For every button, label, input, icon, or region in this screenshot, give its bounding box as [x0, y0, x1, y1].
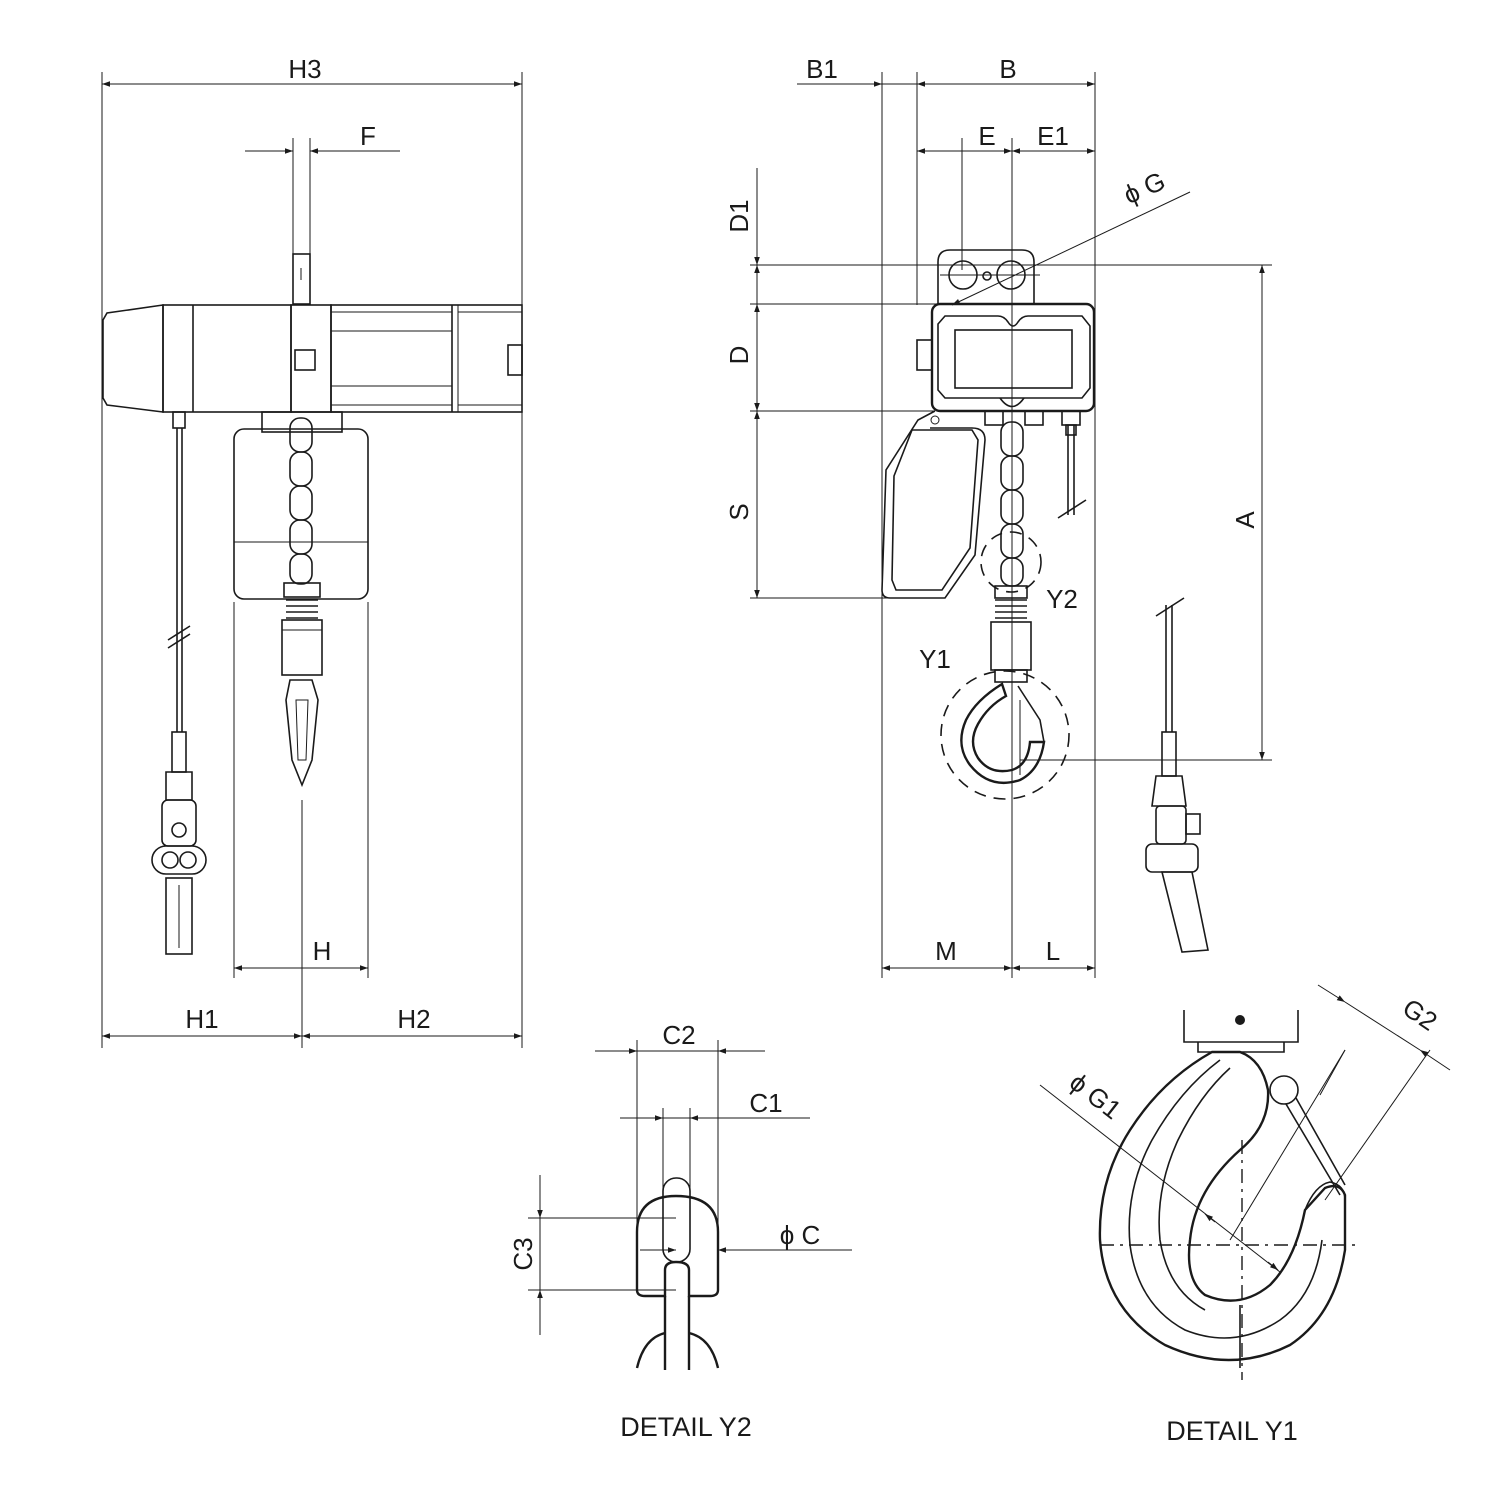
side-view: H3 F — [101, 54, 523, 1048]
detail-y1-caption: DETAIL Y1 — [1166, 1416, 1298, 1446]
hook-block-top — [1183, 1010, 1299, 1053]
dim-label-c: ϕ C — [780, 1220, 821, 1250]
suspension-plate — [937, 249, 1040, 305]
dim-f: F — [245, 121, 400, 300]
hook-front — [940, 670, 1070, 800]
dim-h1: H1 — [102, 1004, 302, 1039]
dim-label-b: B — [999, 54, 1016, 84]
suspension-stud — [292, 253, 311, 305]
dim-a: A — [1230, 265, 1265, 760]
chain-front — [980, 421, 1042, 593]
detail-y2: C2 C1 ϕ C C3 DETAIL Y2 — [508, 1020, 852, 1442]
dim-h3: H3 — [101, 54, 523, 1048]
chain-link-front — [662, 1177, 691, 1263]
chain-link-side — [635, 1194, 720, 1298]
pendant-cable-front — [1057, 425, 1185, 732]
dim-m: M — [882, 936, 1012, 971]
detail-y1: G2 ϕ G1 DETAIL Y1 — [1039, 984, 1451, 1446]
pendant-cable — [167, 411, 191, 732]
dim-label-m: M — [935, 936, 957, 966]
dim-h2: H2 — [302, 1004, 522, 1039]
bottom-hook-block — [281, 582, 323, 788]
dim-label-l: L — [1046, 936, 1060, 966]
dim-b1: B1 — [797, 54, 917, 87]
hoist-housing — [916, 302, 1096, 436]
dim-label-h1: H1 — [185, 1004, 218, 1034]
dim-label-s: S — [724, 503, 754, 520]
dim-s: S — [724, 411, 760, 598]
dim-e1: E1 — [1012, 121, 1095, 154]
dim-label-g2: G2 — [1397, 992, 1443, 1036]
dim-label-e: E — [978, 121, 995, 151]
chain-bag — [233, 411, 369, 600]
dim-h: H — [233, 602, 369, 1048]
control-pendant — [151, 731, 207, 955]
hook-block-front — [990, 585, 1032, 683]
hook-detail — [1098, 1050, 1360, 1380]
dim-c3: C3 — [508, 1175, 676, 1335]
control-pendant-front — [1145, 731, 1209, 953]
dim-d1: D1 — [724, 168, 760, 304]
dim-c2: C2 — [595, 1020, 765, 1054]
dim-g2: G2 — [1229, 984, 1451, 1241]
motor-body — [102, 304, 523, 413]
dim-label-c2: C2 — [662, 1020, 695, 1050]
label-y2: Y2 — [1046, 584, 1078, 614]
dim-b: B — [917, 54, 1095, 87]
dim-label-h2: H2 — [397, 1004, 430, 1034]
dim-label-f: F — [360, 121, 376, 151]
dim-c1: C1 — [620, 1088, 810, 1121]
dim-label-g1: ϕ G1 — [1064, 1067, 1127, 1125]
dim-g: ϕ G — [951, 166, 1191, 306]
dim-e: E — [917, 121, 1012, 154]
detail-y2-caption: DETAIL Y2 — [620, 1412, 752, 1442]
dim-label-c3: C3 — [508, 1237, 538, 1270]
dim-label-a: A — [1230, 511, 1260, 529]
dim-label-h: H — [313, 936, 332, 966]
dim-label-c1: C1 — [749, 1088, 782, 1118]
dim-label-e1: E1 — [1037, 121, 1069, 151]
chain-bag-front — [881, 410, 986, 599]
label-y1: Y1 — [919, 644, 951, 674]
chain — [289, 417, 313, 585]
dim-label-d1: D1 — [724, 199, 754, 232]
dim-l: L — [1012, 936, 1095, 971]
dim-d: D — [724, 304, 760, 411]
dim-label-b1: B1 — [806, 54, 838, 84]
dim-label-d: D — [724, 346, 754, 365]
chain-link-next — [635, 1331, 720, 1369]
chain-link-lower — [663, 1296, 691, 1370]
dim-label-h3: H3 — [288, 54, 321, 84]
front-view: B1 B E E1 ϕ G D1 — [724, 54, 1272, 978]
dim-c: ϕ C — [640, 1220, 852, 1253]
dim-label-g: ϕ G — [1119, 166, 1170, 210]
